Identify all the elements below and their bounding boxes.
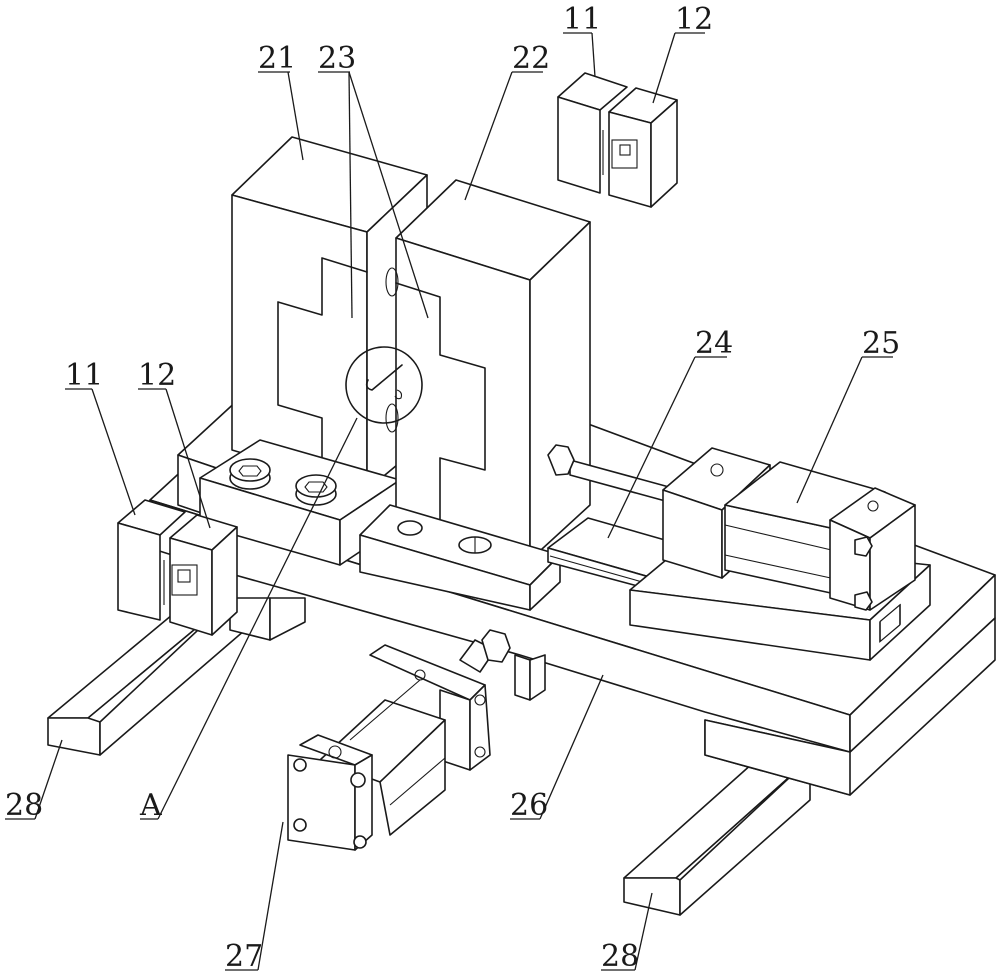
screw-1 [229, 458, 271, 490]
label-11-left: 11 [65, 358, 103, 393]
label-23: 23 [318, 41, 356, 76]
label-27: 27 [225, 939, 263, 974]
cylinder-lower [287, 629, 511, 851]
label-26: 26 [510, 788, 548, 823]
cylinder-horizontal [547, 444, 916, 611]
label-24: 24 [695, 326, 733, 361]
guide-rail-left [47, 597, 246, 756]
connector-left [117, 499, 238, 636]
label-21: 21 [258, 41, 296, 76]
label-12-left: 12 [138, 358, 176, 393]
left-mold-base [199, 439, 401, 566]
label-28-right: 28 [601, 939, 639, 974]
label-12-top: 12 [675, 2, 713, 37]
label-22: 22 [512, 41, 550, 76]
label-11-top: 11 [563, 2, 601, 37]
label-a: A [139, 788, 162, 823]
label-25: 25 [862, 326, 900, 361]
label-28-left: 28 [5, 788, 43, 823]
detail-circle-a [345, 346, 423, 424]
mold-block-right [385, 179, 591, 561]
reference-numerals: 21 23 22 11 12 24 25 11 12 28 A 26 27 28 [5, 2, 900, 974]
leader-lines [5, 32, 893, 971]
guide-rail-right [623, 761, 811, 916]
connector-top [557, 72, 678, 208]
